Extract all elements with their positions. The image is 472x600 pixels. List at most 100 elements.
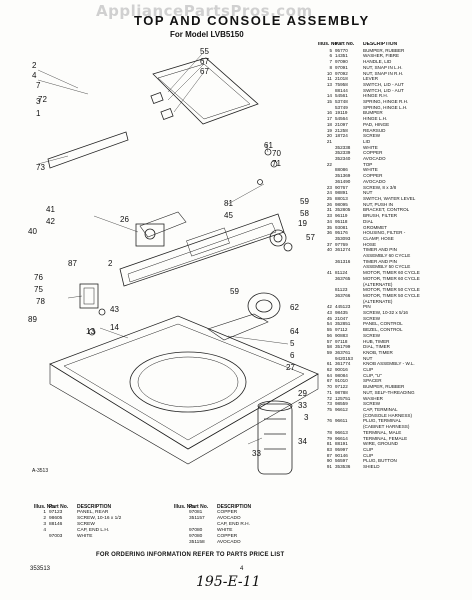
cell-part: 97080 bbox=[189, 534, 203, 539]
cell-part: 96612 bbox=[335, 407, 348, 412]
cell-part: 97118 bbox=[335, 338, 348, 344]
cell-ill: 42 bbox=[326, 304, 332, 310]
callout: 42 bbox=[46, 217, 55, 226]
cell-desc: REARSUD bbox=[363, 127, 386, 133]
cell-part: 14351 bbox=[335, 53, 348, 59]
cell-desc: SPACER bbox=[363, 378, 382, 384]
cell-part: 81123 bbox=[335, 287, 348, 293]
cell-part: 90146 bbox=[335, 452, 348, 458]
cell-desc: SCREW bbox=[363, 133, 381, 139]
cell-desc: SCREW, 10-16 x 1/2 bbox=[77, 516, 122, 521]
cell-part: 352851 bbox=[335, 321, 351, 327]
header-part-no: Part No. bbox=[189, 504, 209, 510]
cell-ill: 3 bbox=[43, 522, 46, 527]
cell-desc: CAP, END R.H. bbox=[217, 522, 250, 527]
handwritten-annotation: 195-E-11 bbox=[196, 574, 261, 590]
cell-ill: 81 bbox=[326, 441, 332, 447]
cell-part: 98095 bbox=[335, 201, 348, 207]
cell-desc: WIRE, GROUND bbox=[363, 441, 398, 447]
cell-ill bbox=[174, 540, 189, 546]
cell-ill: 54 bbox=[326, 321, 332, 327]
cell-part: 352338 bbox=[335, 144, 351, 150]
cell-part: 351157 bbox=[189, 516, 205, 521]
callout: 34 bbox=[298, 437, 307, 446]
page-title: TOP AND CONSOLE ASSEMBLY bbox=[134, 13, 370, 28]
callout: 14 bbox=[110, 323, 119, 332]
terminal-plug-shape bbox=[79, 283, 99, 309]
callout: 59 bbox=[300, 197, 309, 206]
cell-ill: 19 bbox=[326, 127, 332, 133]
callout: 67 bbox=[200, 57, 209, 66]
cell-desc: WHITE bbox=[217, 528, 233, 533]
cell-part: 363766 bbox=[335, 292, 351, 298]
header-illus-no: Illus. No. bbox=[34, 504, 55, 510]
callout: 6 bbox=[290, 351, 295, 360]
cell-part: 95118 bbox=[335, 218, 348, 224]
cell-part: 96119 bbox=[335, 213, 348, 219]
model-line: For Model LVB5150 bbox=[170, 30, 244, 39]
cell-desc: CLIP bbox=[363, 446, 374, 452]
cell-part: 21258 bbox=[335, 127, 348, 133]
lid-shape bbox=[152, 57, 259, 125]
table-row: 97080 WHITE bbox=[174, 528, 314, 534]
cell-ill: 8 bbox=[329, 64, 332, 70]
cell-ill: 91 bbox=[326, 464, 332, 470]
figure-label: A-3513 bbox=[32, 468, 49, 474]
cell-part: 97080 bbox=[189, 528, 203, 533]
cell-desc: NUT, SELF-THREADING bbox=[363, 389, 415, 395]
cell-desc: SHIELD bbox=[363, 464, 380, 470]
callout: 75 bbox=[34, 285, 43, 294]
callout: 70 bbox=[272, 149, 281, 158]
cell-desc: MOTOR, TIMER 50 CYCLE bbox=[363, 287, 420, 293]
callout: 87 bbox=[68, 259, 77, 268]
cell-part: 351369 bbox=[335, 173, 351, 179]
callout: 33 bbox=[298, 401, 307, 410]
cell-desc: TERMINAL, FEMALE bbox=[363, 435, 408, 441]
callout: 1 bbox=[36, 109, 41, 118]
cell-ill: 45 bbox=[326, 315, 332, 321]
cell-part: 97123 bbox=[49, 510, 63, 515]
callout: 29 bbox=[298, 389, 307, 398]
cell-desc: CLIP bbox=[363, 452, 374, 458]
cell-ill: 34 bbox=[326, 218, 332, 224]
cell-desc: BUMPER, RUBBER bbox=[363, 384, 405, 390]
header-description: DESCRIPTION bbox=[217, 504, 252, 510]
cell-ill: 7 bbox=[329, 59, 332, 65]
cell-desc: GROMMET bbox=[363, 224, 387, 230]
table-row: CAP, END R.H. bbox=[174, 522, 314, 528]
cell-desc: COPPER bbox=[363, 150, 383, 156]
callout: 2 bbox=[32, 61, 37, 70]
cell-part: 352805 bbox=[335, 207, 351, 213]
callout: 67 bbox=[200, 67, 209, 76]
cell-ill: 67 bbox=[326, 378, 332, 384]
cell-ill: 14 bbox=[326, 93, 332, 99]
water-level-switch-shape bbox=[247, 292, 281, 320]
cell-ill: 20 bbox=[326, 133, 332, 139]
cell-desc: TOP bbox=[363, 161, 373, 167]
cell-part: 90883 bbox=[335, 332, 348, 338]
cell-ill: 16 bbox=[326, 110, 332, 116]
cell-desc: CLAMP, HOSE bbox=[363, 235, 394, 241]
callout: 40 bbox=[28, 227, 37, 236]
